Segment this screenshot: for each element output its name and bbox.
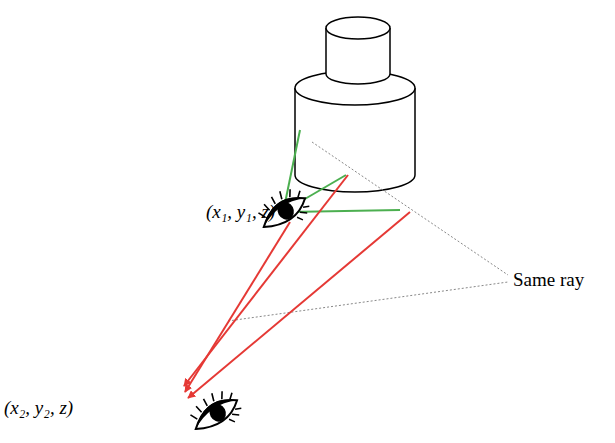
- eye-icon: [184, 384, 245, 439]
- leader-line: [228, 142, 508, 321]
- cylinder-object: [295, 17, 415, 192]
- coordinate-label: (x₂, y₂, z): [4, 397, 73, 420]
- callout-label: Same ray: [513, 269, 584, 292]
- coordinate-label: (x₁, y₁, z): [206, 201, 275, 224]
- red-ray: [184, 175, 410, 398]
